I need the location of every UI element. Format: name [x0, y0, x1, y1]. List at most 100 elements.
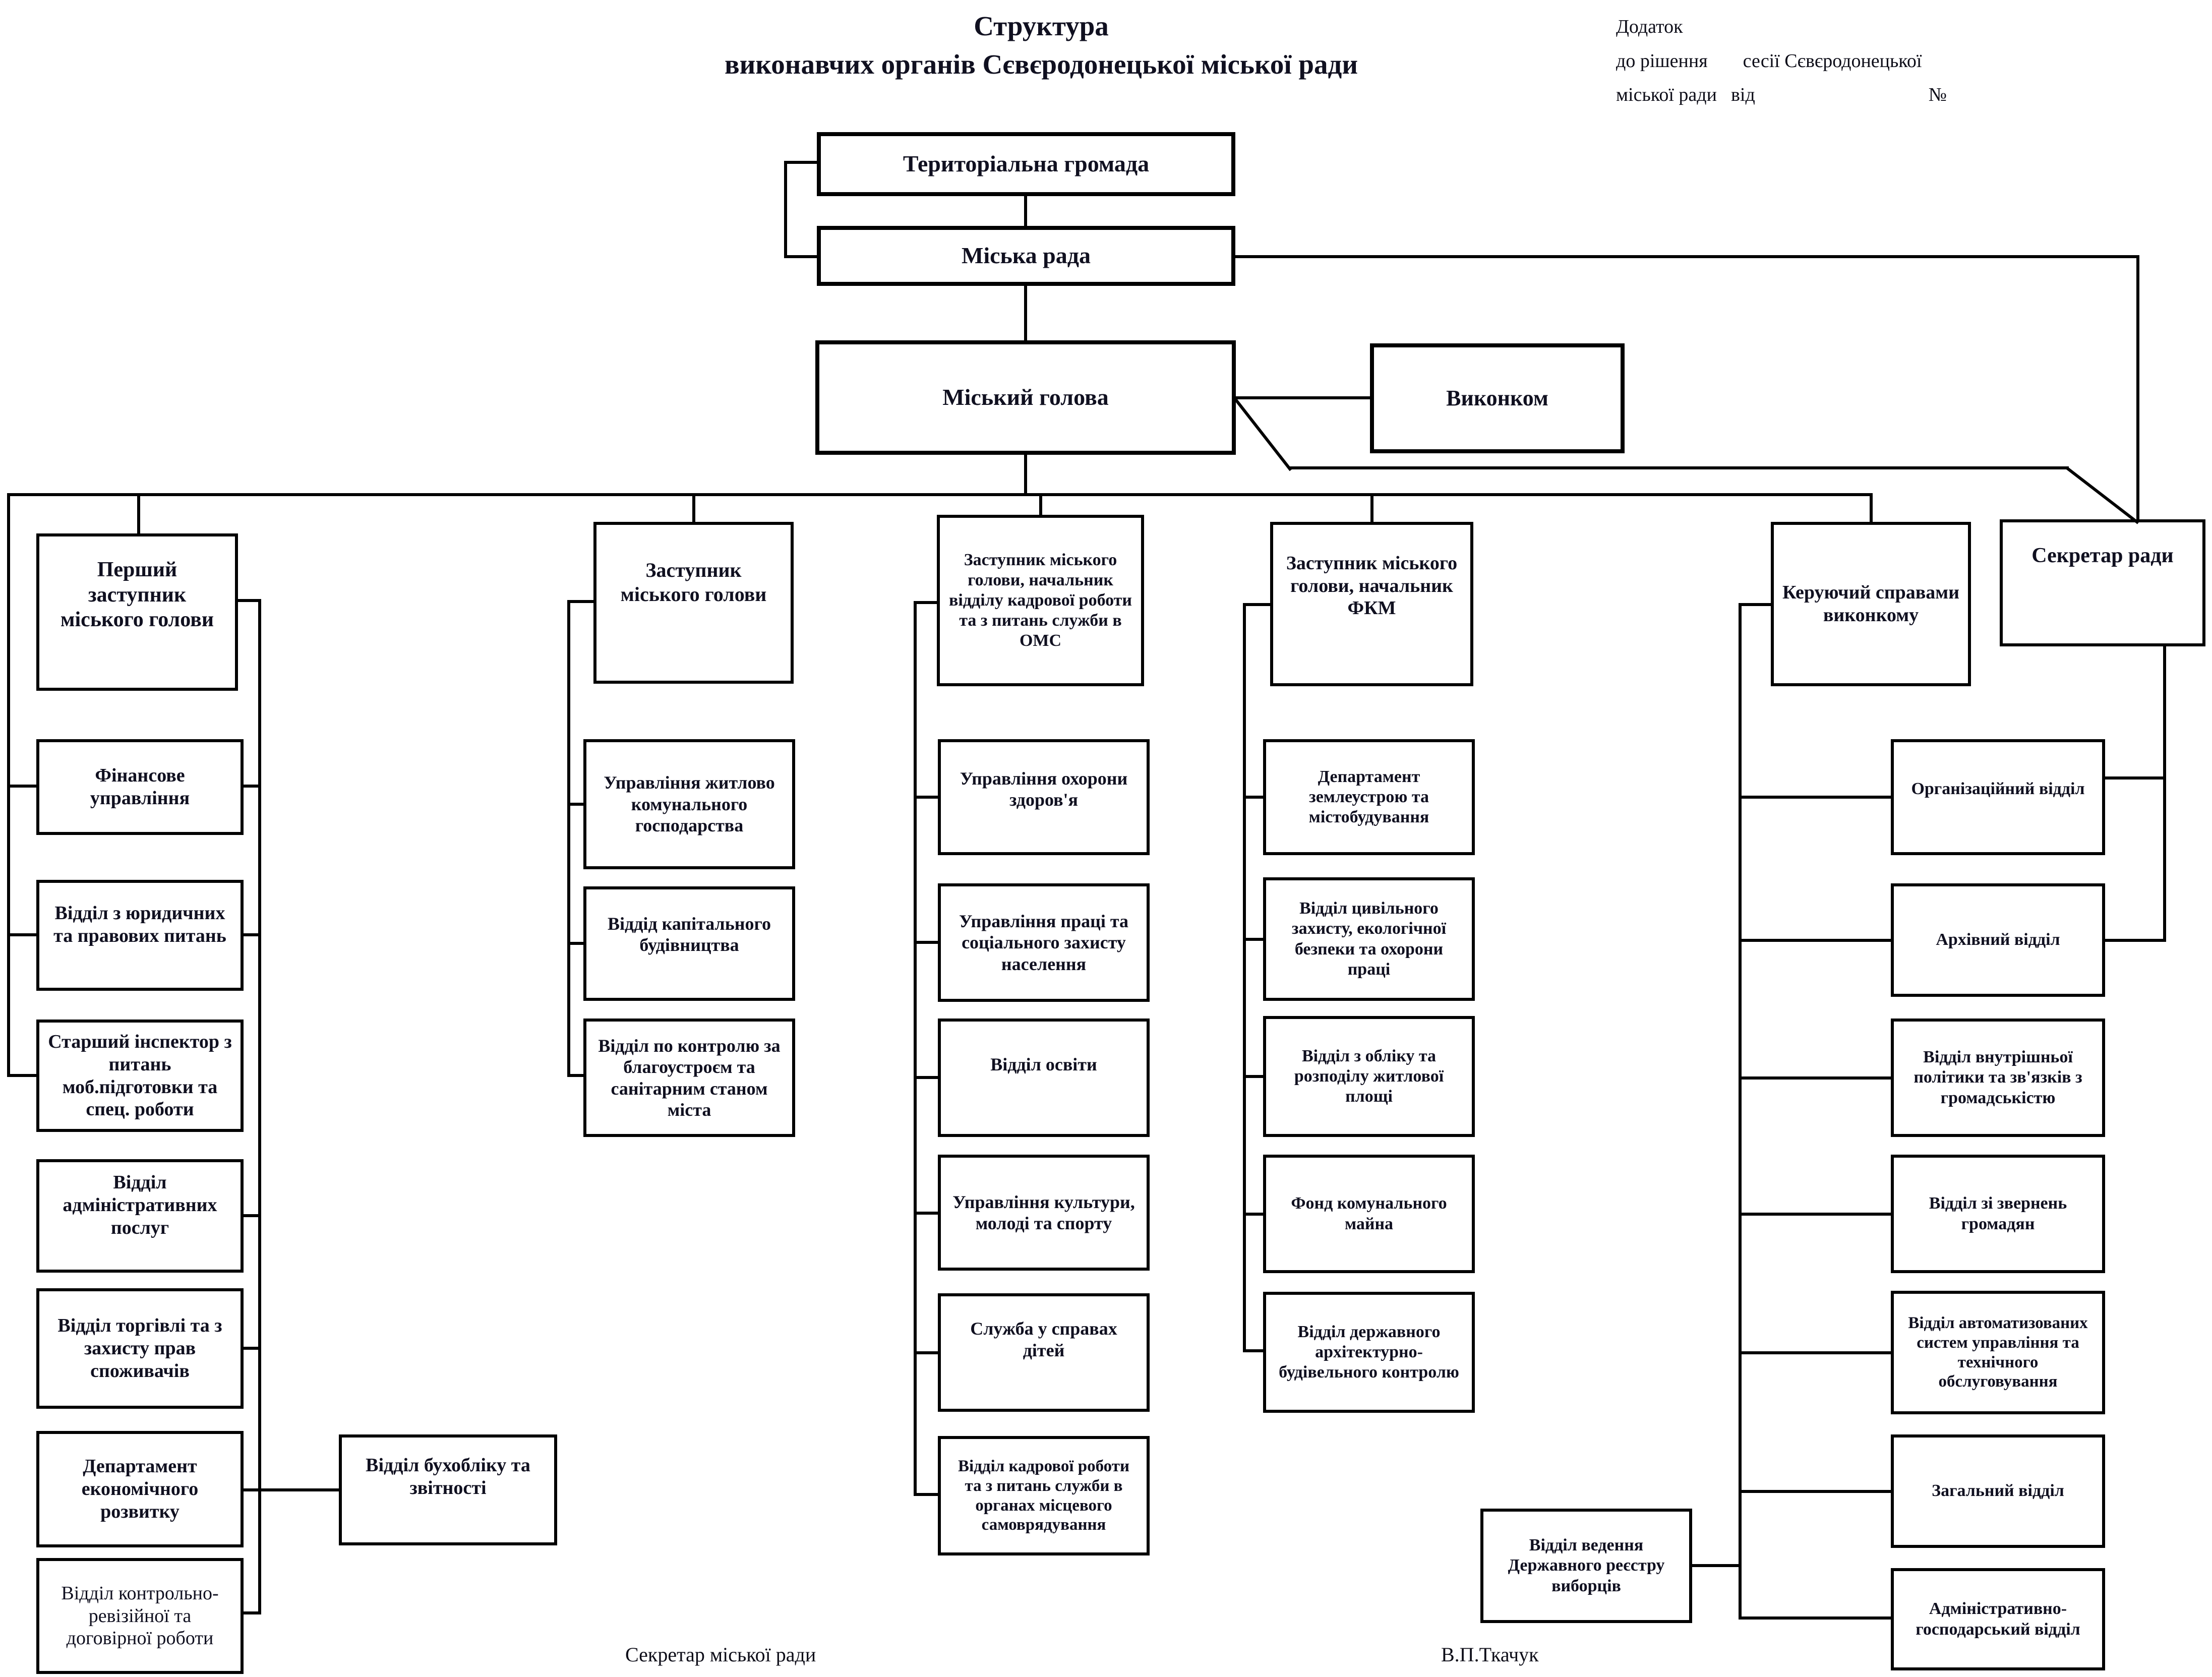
connector-line	[1243, 796, 1263, 799]
annotation-miskoyi-rady: міської ради	[1616, 84, 1717, 106]
connector-line	[1739, 796, 1891, 799]
connector-line	[244, 1214, 261, 1217]
connector-line	[1243, 1349, 1263, 1352]
connector-line	[1290, 466, 2069, 469]
col1-item-economic-development: Департамент економічного розвитку	[36, 1431, 244, 1547]
connector-line	[914, 1351, 938, 1354]
connector-line	[914, 941, 938, 944]
footer-secretary-name: В.П.Ткачук	[1441, 1643, 1539, 1666]
connector-line	[1243, 1213, 1263, 1216]
connector-line	[914, 601, 917, 1496]
col5-item-archival-department: Архівний відділ	[1891, 883, 2105, 997]
page-title-line1: Структура	[974, 11, 1109, 41]
connector-line	[914, 1076, 938, 1079]
connector-line	[1739, 1076, 1891, 1080]
connector-line	[1739, 1490, 1891, 1493]
connector-line	[7, 493, 1873, 496]
connector-line	[1739, 1616, 1891, 1620]
page-title-line2: виконавчих органів Сєвєродонецької міськ…	[724, 48, 1358, 80]
box-council-secretary: Секретар ради	[2000, 519, 2205, 646]
connector-line	[784, 161, 787, 258]
connector-line	[1739, 603, 1742, 1620]
connector-line	[1024, 455, 1027, 493]
col4-item-land-urban-planning: Департамент землеустрою та містобудуванн…	[1263, 739, 1475, 855]
box-territorial-community: Територіальна громада	[817, 132, 1235, 196]
col1-item-administrative-services: Відділ адміністративних послуг	[36, 1159, 244, 1273]
connector-line	[1039, 493, 1042, 515]
col4-item-state-architectural-construction-control: Відділ державного архітектурно-будівельн…	[1263, 1292, 1475, 1413]
connector-line	[1739, 1351, 1891, 1354]
connector-line	[1739, 603, 1771, 606]
col1-item-trade-consumer-protection: Відділ торгівлі та з захисту прав спожив…	[36, 1288, 244, 1409]
annotation-sesiyi: сесії Сєвєродонецької	[1743, 50, 1922, 72]
box-accounting-reporting: Відділ бухобліку та звітності	[339, 1434, 557, 1545]
col2-item-housing-communal: Управління житлово комунального господар…	[583, 739, 795, 869]
connector-line	[1243, 938, 1263, 941]
connector-line	[692, 493, 695, 522]
col5-item-general-department: Загальний відділ	[1891, 1434, 2105, 1548]
annotation-dodatok: Додаток	[1616, 16, 1683, 37]
col3-item-education: Відділ освіти	[938, 1019, 1150, 1137]
connector-line	[244, 785, 261, 788]
box-state-voter-registry: Відділ ведення Державного реєстру виборц…	[1480, 1509, 1692, 1623]
col5-item-administrative-economic-department: Адміністративно-господарський відділ	[1891, 1568, 2105, 1670]
col4-item-civil-protection-ecology: Відділ цивільного захисту, екологічної б…	[1263, 877, 1475, 1001]
connector-line	[914, 796, 938, 799]
connector-line	[1243, 1075, 1263, 1078]
col2-item-improvement-sanitary-control: Відділ по контролю за благоустроєм та са…	[583, 1019, 795, 1137]
connector-line	[244, 933, 261, 936]
col1-item-legal-department: Відділ з юридичних та правових питань	[36, 880, 244, 991]
col1-item-control-audit-contract: Відділ контрольно-ревізійної та договірн…	[36, 1558, 244, 1674]
col1-item-finance-department: Фінансове управління	[36, 739, 244, 835]
col2-head-deputy-mayor: Заступник міського голови	[593, 522, 794, 684]
col5-item-organizational-department: Організаційний відділ	[1891, 739, 2105, 855]
connector-line	[1739, 939, 1891, 942]
col4-item-communal-property-fund: Фонд комунального майна	[1263, 1155, 1475, 1273]
col4-item-housing-accounting-distribution: Відділ з обліку та розподілу житлової пл…	[1263, 1016, 1475, 1137]
col3-item-culture-youth-sport: Управління культури, молоді та спорту	[938, 1155, 1150, 1271]
connector-line	[7, 933, 36, 936]
col5-item-citizens-appeals: Відділ зі звернень громадян	[1891, 1155, 2105, 1273]
connector-line	[238, 599, 261, 602]
connector-line	[914, 601, 937, 604]
connector-line	[1024, 196, 1027, 226]
connector-line	[914, 1212, 938, 1215]
connector-line	[258, 599, 261, 1614]
col3-item-personnel-local-self-government: Відділ кадрової роботи та з питань служб…	[938, 1436, 1150, 1555]
connector-line	[1236, 396, 1370, 399]
connector-line	[914, 1493, 938, 1496]
connector-line	[2105, 776, 2163, 780]
connector-line	[1370, 493, 1373, 522]
connector-line	[7, 785, 36, 788]
connector-line	[567, 600, 570, 1077]
connector-line	[1692, 1564, 1739, 1567]
connector-line	[784, 161, 817, 164]
connector-line	[567, 942, 583, 945]
annotation-do-rishennya: до рішення	[1616, 50, 1708, 72]
connector-line	[2163, 646, 2166, 942]
connector-line	[1870, 493, 1873, 522]
annotation-line1: Додаток	[1616, 10, 2196, 44]
connector-line	[7, 1074, 36, 1077]
connector-line	[1243, 603, 1246, 1352]
connector-line	[1739, 1213, 1891, 1216]
connector-line	[1233, 397, 1292, 471]
connector-line	[2065, 466, 2139, 524]
col5-item-internal-policy-public-relations: Відділ внутрішньої політики та зв'язків …	[1891, 1019, 2105, 1137]
connector-line	[567, 803, 583, 806]
connector-line	[244, 1488, 339, 1491]
col5-head-executive-affairs-manager: Керуючий справами виконкому	[1771, 522, 1971, 686]
box-mayor: Міський голова	[815, 340, 1236, 455]
col3-head-deputy-mayor-personnel-oms: Заступник міського голови, начальник від…	[937, 515, 1144, 686]
connector-line	[1235, 255, 2139, 258]
col1-head-first-deputy-mayor: Перший заступник міського голови	[36, 533, 238, 691]
col3-item-labor-social-protection: Управління праці та соціального захисту …	[938, 883, 1150, 1002]
col4-head-deputy-mayor-fkm: Заступник міського голови, начальник ФКМ	[1270, 522, 1473, 686]
connector-line	[1024, 286, 1027, 340]
connector-line	[2105, 939, 2163, 942]
box-city-council: Міська рада	[817, 226, 1235, 286]
col1-item-senior-inspector-mobilization: Старший інспектор з питань моб.підготовк…	[36, 1020, 244, 1132]
connector-line	[137, 493, 140, 533]
